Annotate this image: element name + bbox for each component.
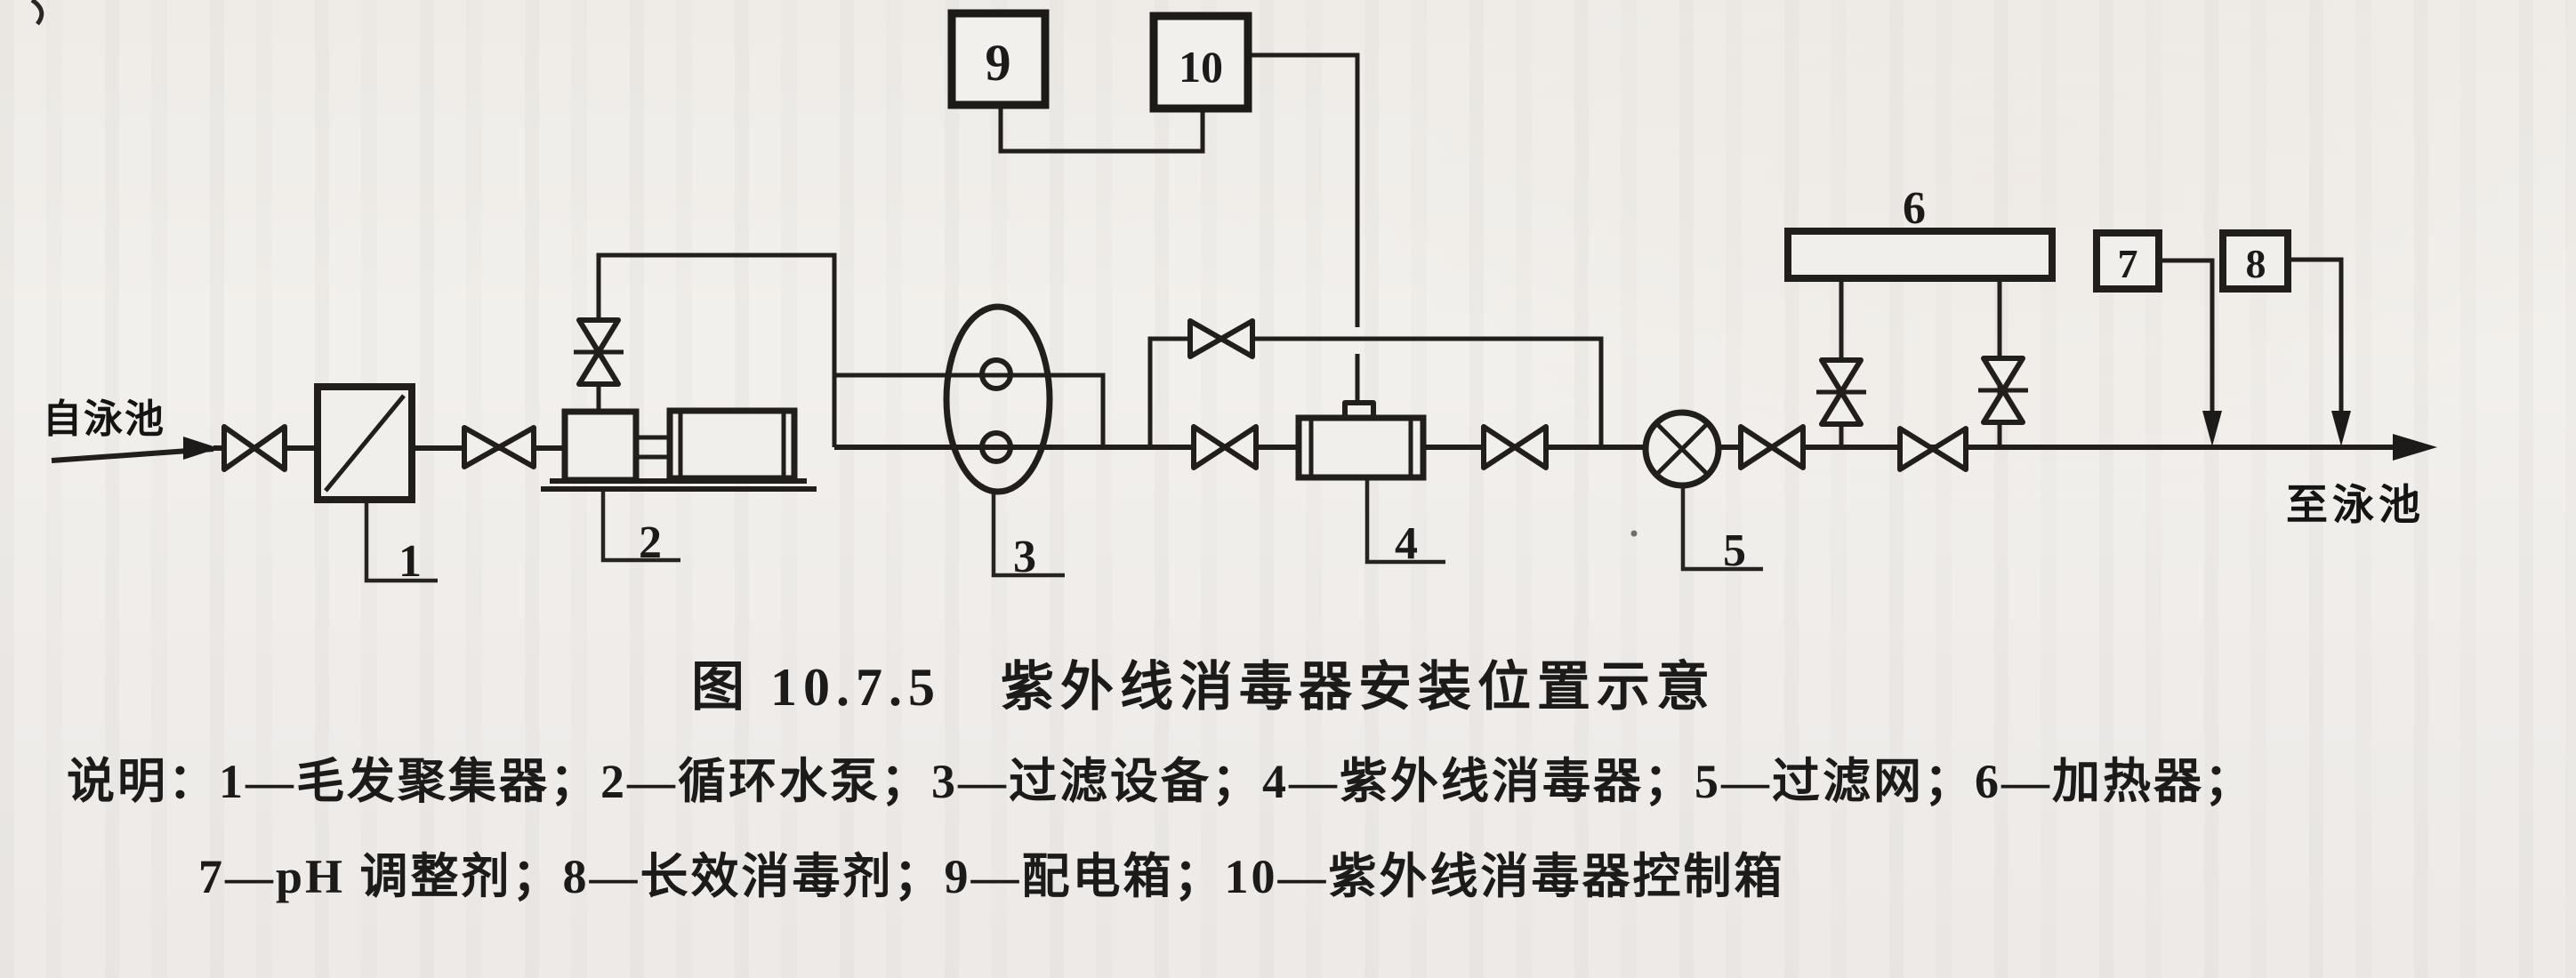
component-label-2: 2 xyxy=(639,517,662,568)
ph-doser-box-7 xyxy=(2093,229,2162,293)
valve-left-triangle xyxy=(1897,426,1936,472)
component-label-3: 3 xyxy=(1013,532,1036,582)
figure-legend-line-1: 说明：1—毛发聚集器；2—循环水泵；3—过滤设备；4—紫外线消毒器；5—过滤网；… xyxy=(67,755,2255,808)
power-distribution-box-9 xyxy=(947,9,1050,109)
strainer-5 xyxy=(1642,409,1722,489)
valve-left-triangle xyxy=(462,425,502,469)
valve-right-triangle xyxy=(1222,424,1259,470)
hair-collector-1 xyxy=(314,383,415,503)
leader-line-3 xyxy=(991,492,1065,578)
circulation-pump-2 xyxy=(541,407,817,492)
heater-bypass-valve xyxy=(1897,426,1968,472)
bypass-pipe xyxy=(1147,336,1604,447)
valve-top-triangle xyxy=(1819,357,1864,395)
component-label-9: 9 xyxy=(986,34,1011,92)
valve-right-triangle xyxy=(496,425,536,469)
filter-vessel-shell xyxy=(943,303,1053,495)
figure-caption: 图 10.7.5 紫外线消毒器安装位置示意 xyxy=(691,658,1716,717)
leader-line-4 xyxy=(1364,477,1445,565)
component-label-7: 7 xyxy=(2118,241,2138,286)
pump-body xyxy=(561,408,640,484)
heater-outlet-valve xyxy=(1978,356,2028,425)
component-label-6: 6 xyxy=(1903,183,1926,234)
disinfectant-doser-box-8 xyxy=(2219,229,2291,293)
valve-right-triangle xyxy=(1930,426,1968,472)
valve-top-triangle xyxy=(1981,356,2025,393)
valve-bottom-triangle xyxy=(576,349,621,387)
pump-motor xyxy=(666,407,798,482)
valve-bottom-triangle xyxy=(1819,389,1864,427)
leader-line-5 xyxy=(1680,485,1763,572)
component-label-1: 1 xyxy=(398,536,422,587)
heater-6 xyxy=(1784,228,2056,282)
valve-right-triangle xyxy=(1219,318,1255,359)
signal-line-10-uv xyxy=(1248,52,1360,403)
strainer-outlet-valve xyxy=(1738,424,1806,470)
box-9 xyxy=(947,9,1050,109)
pump-coupling xyxy=(636,435,670,460)
outlet-flow-arrow-icon xyxy=(2393,434,2437,461)
heater-riser-pipes xyxy=(1839,278,2002,447)
heater-body xyxy=(1784,228,2056,282)
dosing-path xyxy=(2159,258,2215,437)
uv-disinfector-4 xyxy=(1295,400,1427,481)
component-label-5: 5 xyxy=(1723,525,1746,576)
filter-vessel-3 xyxy=(943,303,1053,495)
uv-outlet-valve xyxy=(1481,424,1549,470)
heater-inlet-valve xyxy=(1816,357,1866,427)
valve-left-triangle xyxy=(1481,424,1517,470)
down-arrow-icon xyxy=(2202,411,2222,446)
doser-8-line xyxy=(2288,257,2351,446)
box-10 xyxy=(1149,12,1252,113)
uv-body xyxy=(1295,414,1427,481)
down-arrow-icon xyxy=(2331,411,2351,446)
valve-left-triangle xyxy=(1191,424,1228,470)
component-label-4: 4 xyxy=(1395,518,1418,569)
figure-legend-line-2: 7—pH 调整剂；8—长效消毒剂；9—配电箱；10—紫外线消毒器控制箱 xyxy=(198,850,1785,903)
valve-top-triangle xyxy=(576,317,621,355)
hair-collector-diagonal xyxy=(324,394,406,493)
strainer-cross xyxy=(1654,421,1710,477)
leader-line-1 xyxy=(364,500,438,583)
valve-right-triangle xyxy=(1512,424,1549,470)
filter-lower-port xyxy=(979,430,1013,464)
signal-path xyxy=(998,105,1205,154)
valve-left-triangle xyxy=(1187,318,1224,359)
valve-right-triangle xyxy=(252,424,287,472)
inlet-flow-arrow-icon xyxy=(183,437,219,460)
box-8 xyxy=(2219,229,2291,293)
uv-bypass-valve xyxy=(1187,318,1255,359)
signal-line-9-10 xyxy=(998,105,1205,154)
pump-baseplate xyxy=(541,478,817,492)
doser-7-line xyxy=(2159,258,2222,446)
component-label-8: 8 xyxy=(2246,241,2266,286)
scan-artifact-mark xyxy=(30,0,44,26)
pump-motor-inner-lines xyxy=(678,411,786,478)
uv-control-box-10 xyxy=(1149,12,1252,113)
pump-discharge-valve xyxy=(574,317,624,387)
component-label-10: 10 xyxy=(1179,42,1223,92)
scan-speck xyxy=(1630,530,1638,537)
uv-flanges xyxy=(1308,418,1413,477)
inlet-label: 自泳池 xyxy=(43,397,165,441)
leader-line-2 xyxy=(600,490,680,563)
filter-upper-port xyxy=(979,357,1013,391)
filter-upper-branch-pipe xyxy=(834,373,1106,447)
outlet-label: 至泳池 xyxy=(2286,483,2425,529)
dosing-path xyxy=(2288,257,2344,437)
uv-inlet-valve xyxy=(1191,424,1259,470)
signal-path-upper xyxy=(1248,52,1360,327)
branch-pipe xyxy=(834,373,1106,447)
valve-bottom-triangle xyxy=(1981,388,2025,425)
valve-right-triangle xyxy=(1769,424,1806,470)
valve-left-triangle xyxy=(221,424,257,472)
box-7 xyxy=(2093,229,2162,293)
uv-bypass-pipe xyxy=(1147,336,1604,447)
inlet-valve xyxy=(221,424,287,472)
valve-left-triangle xyxy=(1738,424,1775,470)
pump-suction-valve xyxy=(462,425,536,469)
